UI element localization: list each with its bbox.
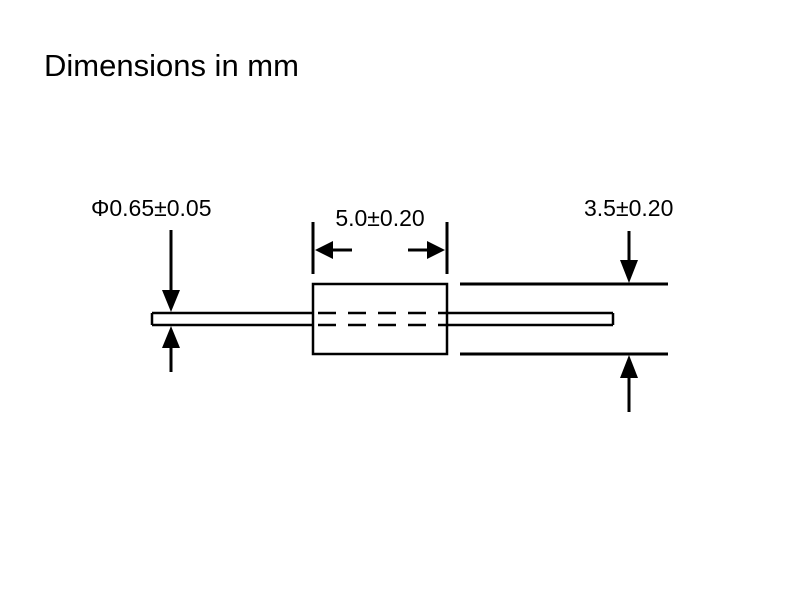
arrow-down-icon: [620, 260, 638, 283]
page-title: Dimensions in mm: [44, 48, 299, 83]
lead-wire: [150, 311, 615, 327]
component-body: [311, 282, 449, 356]
arrow-up-icon: [162, 326, 180, 348]
arrow-right-icon: [427, 241, 445, 259]
hidden-lead-line: [318, 311, 447, 327]
lead-diameter-label: Φ0.65±0.05: [91, 195, 212, 221]
arrow-left-icon: [315, 241, 333, 259]
body-diameter-label: 3.5±0.20: [584, 195, 673, 221]
arrow-up-icon: [620, 355, 638, 378]
arrow-down-icon: [162, 290, 180, 312]
body-length-label: 5.0±0.20: [335, 205, 424, 231]
